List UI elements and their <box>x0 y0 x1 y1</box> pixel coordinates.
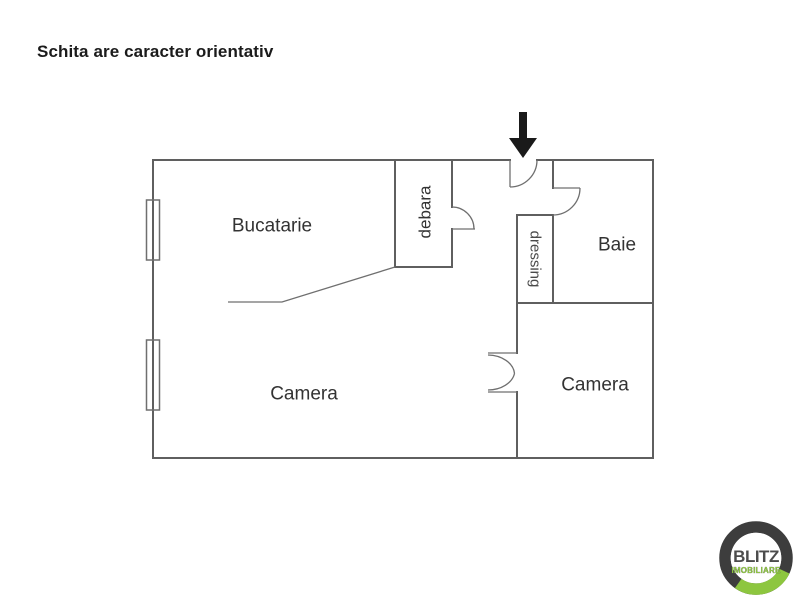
baie-door-arc <box>552 187 581 216</box>
window-icon <box>145 339 161 411</box>
logo-ring-green-segment <box>734 568 790 595</box>
room-label-baie: Baie <box>597 234 637 256</box>
debara-door-arc <box>451 206 475 230</box>
logo-inner-disc <box>730 532 782 584</box>
double-door-arc-top <box>487 354 516 374</box>
logo-wordmark: BLITZ <box>733 547 779 566</box>
disclaimer-text: Schita are caracter orientativ <box>37 42 274 61</box>
wall-debara <box>394 159 453 268</box>
room-label-camera-right: Camera <box>561 374 629 396</box>
room-label-debara: debara <box>415 185 435 239</box>
double-door-leaves <box>488 352 517 393</box>
room-label-dressing: dressing <box>526 230 544 288</box>
agency-logo: BLITZ IMOBILIARE <box>719 521 793 595</box>
logo-subtitle: IMOBILIARE <box>731 566 781 575</box>
window-icon <box>145 199 161 261</box>
kitchen-divider-line <box>228 266 396 303</box>
room-label-bucatarie: Bucatarie <box>231 215 313 237</box>
walls <box>152 159 654 459</box>
double-door-arc-bottom <box>487 373 516 391</box>
room-label-camera-left: Camera <box>270 383 338 405</box>
entrance-door-arc <box>509 159 538 188</box>
thin-lines <box>145 159 581 411</box>
entrance-arrow-icon <box>509 112 537 158</box>
